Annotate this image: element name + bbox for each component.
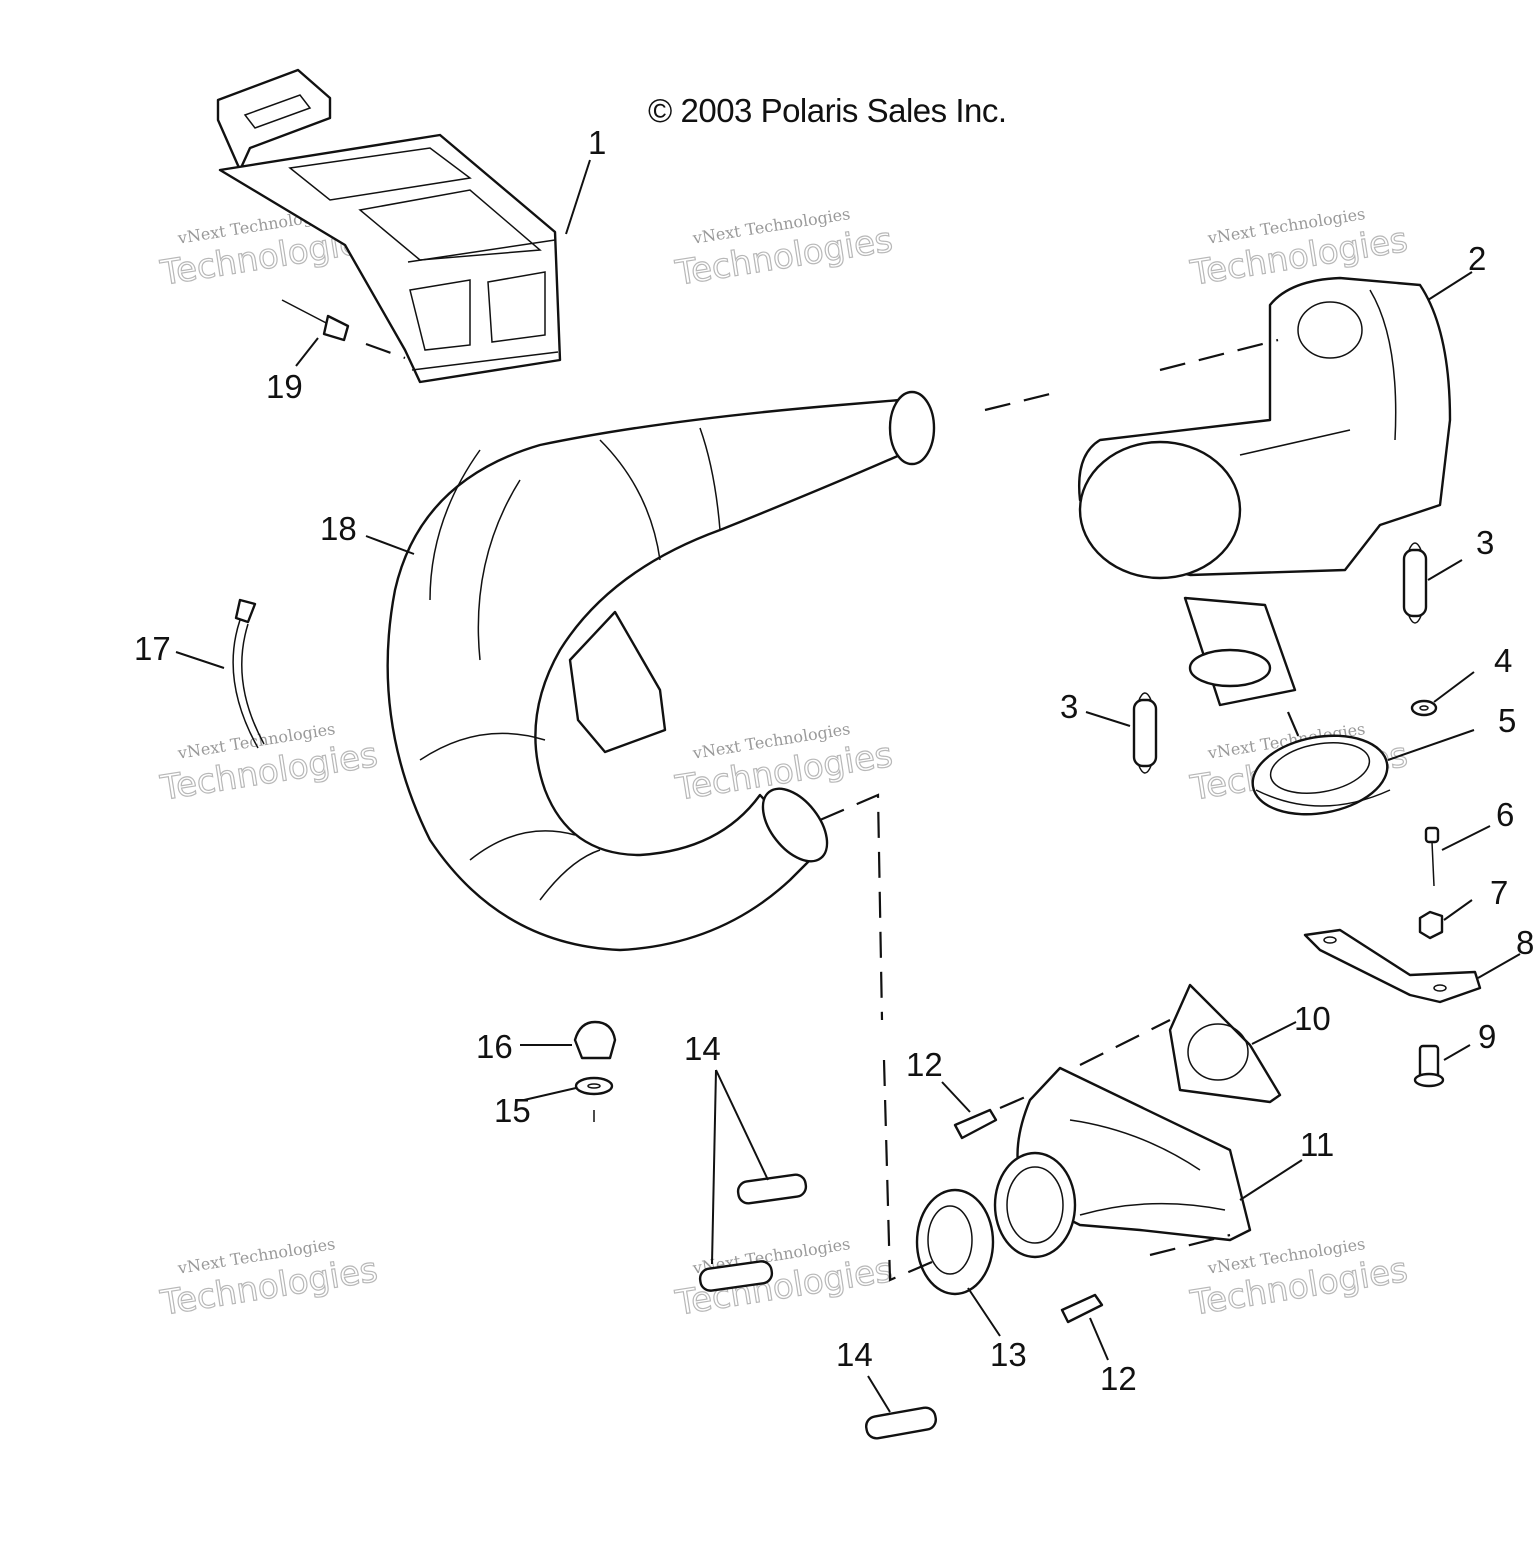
part-14-spring (736, 1173, 808, 1205)
part-3-spring (1132, 692, 1158, 774)
callout-14: 14 (836, 1336, 873, 1373)
watermark: vNext Technologies Technologies (672, 204, 896, 294)
part-6-rivet (1424, 826, 1440, 887)
callout-16: 16 (476, 1028, 513, 1065)
part-2-silencer (1078, 276, 1452, 741)
callout-12: 12 (1100, 1360, 1137, 1397)
part-1-bracket (216, 68, 562, 384)
callout-9: 9 (1478, 1018, 1496, 1055)
part-10-gasket (1079, 983, 1282, 1104)
part-18-expansion-chamber (386, 390, 1051, 952)
callout-12: 12 (906, 1046, 943, 1083)
part-3-spring (1402, 542, 1428, 624)
callout-10: 10 (1294, 1000, 1331, 1037)
callout-3: 3 (1476, 524, 1494, 561)
callout-7: 7 (1490, 874, 1508, 911)
part-14-spring (698, 1260, 774, 1292)
watermark: vNext Technologies Technologies (157, 1234, 381, 1324)
callout-19: 19 (266, 368, 303, 405)
part-7-nut (1418, 910, 1444, 940)
watermark: vNext Technologies Technologies (157, 719, 381, 809)
callout-13: 13 (990, 1336, 1027, 1373)
part-9-bolt (1413, 1044, 1445, 1088)
callout-labels: 1 2 3 3 4 5 6 7 8 9 10 11 12 12 13 14 14… (134, 124, 1534, 1397)
callout-2: 2 (1468, 240, 1486, 277)
part-12-bolt (953, 1093, 1031, 1140)
part-8-strap (1303, 928, 1482, 1004)
callout-15: 15 (494, 1092, 531, 1129)
callout-17: 17 (134, 630, 171, 667)
assembly-lines (819, 793, 933, 1282)
part-12-bolt (1060, 1293, 1104, 1324)
callout-4: 4 (1494, 642, 1512, 679)
watermark: vNext Technologies Technologies (1187, 1234, 1411, 1324)
part-17-strap (232, 598, 265, 749)
part-14-spring (865, 1406, 937, 1440)
part-19-rivet (281, 299, 406, 360)
callout-14: 14 (684, 1030, 721, 1067)
callout-8: 8 (1516, 924, 1534, 961)
callout-5: 5 (1498, 702, 1516, 739)
part-11-manifold (993, 1066, 1252, 1259)
copyright-notice: © 2003 Polaris Sales Inc. (648, 92, 1007, 129)
leader-lines (175, 159, 1521, 1413)
part-4-washer (1410, 699, 1438, 717)
callout-11: 11 (1300, 1126, 1334, 1163)
callout-1: 1 (588, 124, 606, 161)
callout-3: 3 (1060, 688, 1078, 725)
part-15-washer (574, 1076, 614, 1122)
callout-18: 18 (320, 510, 357, 547)
part-13-gasket-ring (915, 1188, 995, 1296)
callout-6: 6 (1496, 796, 1514, 833)
part-16-cap (573, 1020, 617, 1060)
part-5-grommet (1251, 734, 1391, 816)
watermark: vNext Technologies Technologies (1187, 204, 1411, 294)
